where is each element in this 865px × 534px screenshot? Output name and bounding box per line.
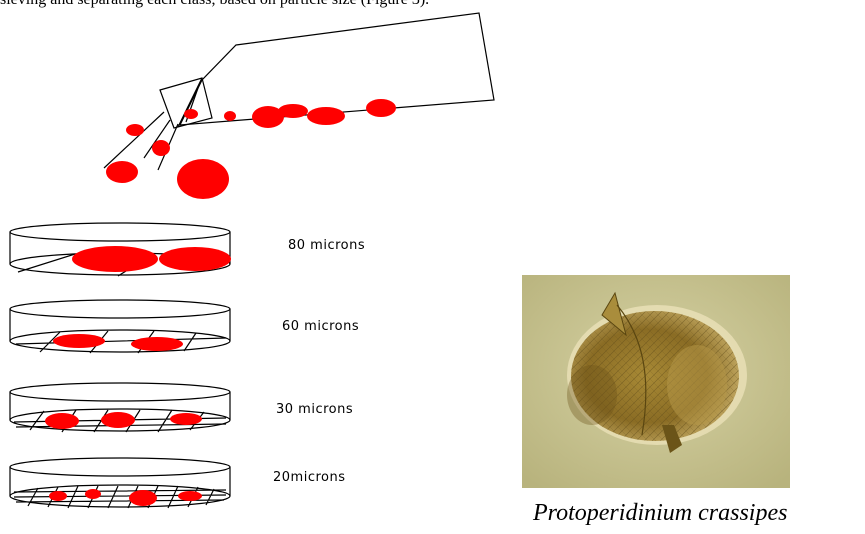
particle xyxy=(159,247,231,271)
particle xyxy=(129,490,157,506)
sieve-60-microns xyxy=(10,300,230,353)
particle xyxy=(178,491,202,501)
drop xyxy=(184,109,198,119)
drop xyxy=(126,124,144,136)
sieve-label-60: 60 microns xyxy=(282,319,359,334)
particle xyxy=(131,337,183,351)
sieve-20-microns xyxy=(10,458,230,508)
drop xyxy=(366,99,396,117)
drop xyxy=(278,104,308,118)
particle xyxy=(45,413,79,429)
drop xyxy=(177,159,229,199)
particle xyxy=(72,246,158,272)
bottle-mouth-lines xyxy=(178,78,202,127)
particle xyxy=(53,334,105,348)
sieve-30-microns xyxy=(10,383,230,432)
dinoflagellate-photo xyxy=(522,275,790,488)
sieve-80-microns xyxy=(10,223,231,276)
particle xyxy=(85,489,101,499)
sieve-label-30: 30 microns xyxy=(276,402,353,417)
particle xyxy=(49,491,67,501)
particle xyxy=(101,412,135,428)
particle xyxy=(170,413,202,425)
drop xyxy=(106,161,138,183)
sieve-label-80: 80 microns xyxy=(288,238,365,253)
drop xyxy=(307,107,345,125)
pour-lines xyxy=(104,112,178,170)
sieve-label-20: 20microns xyxy=(273,470,346,485)
bottle-body xyxy=(180,13,494,125)
photo-caption: Protoperidinium crassipes xyxy=(533,500,787,527)
drop xyxy=(152,140,170,156)
drop xyxy=(224,111,236,121)
